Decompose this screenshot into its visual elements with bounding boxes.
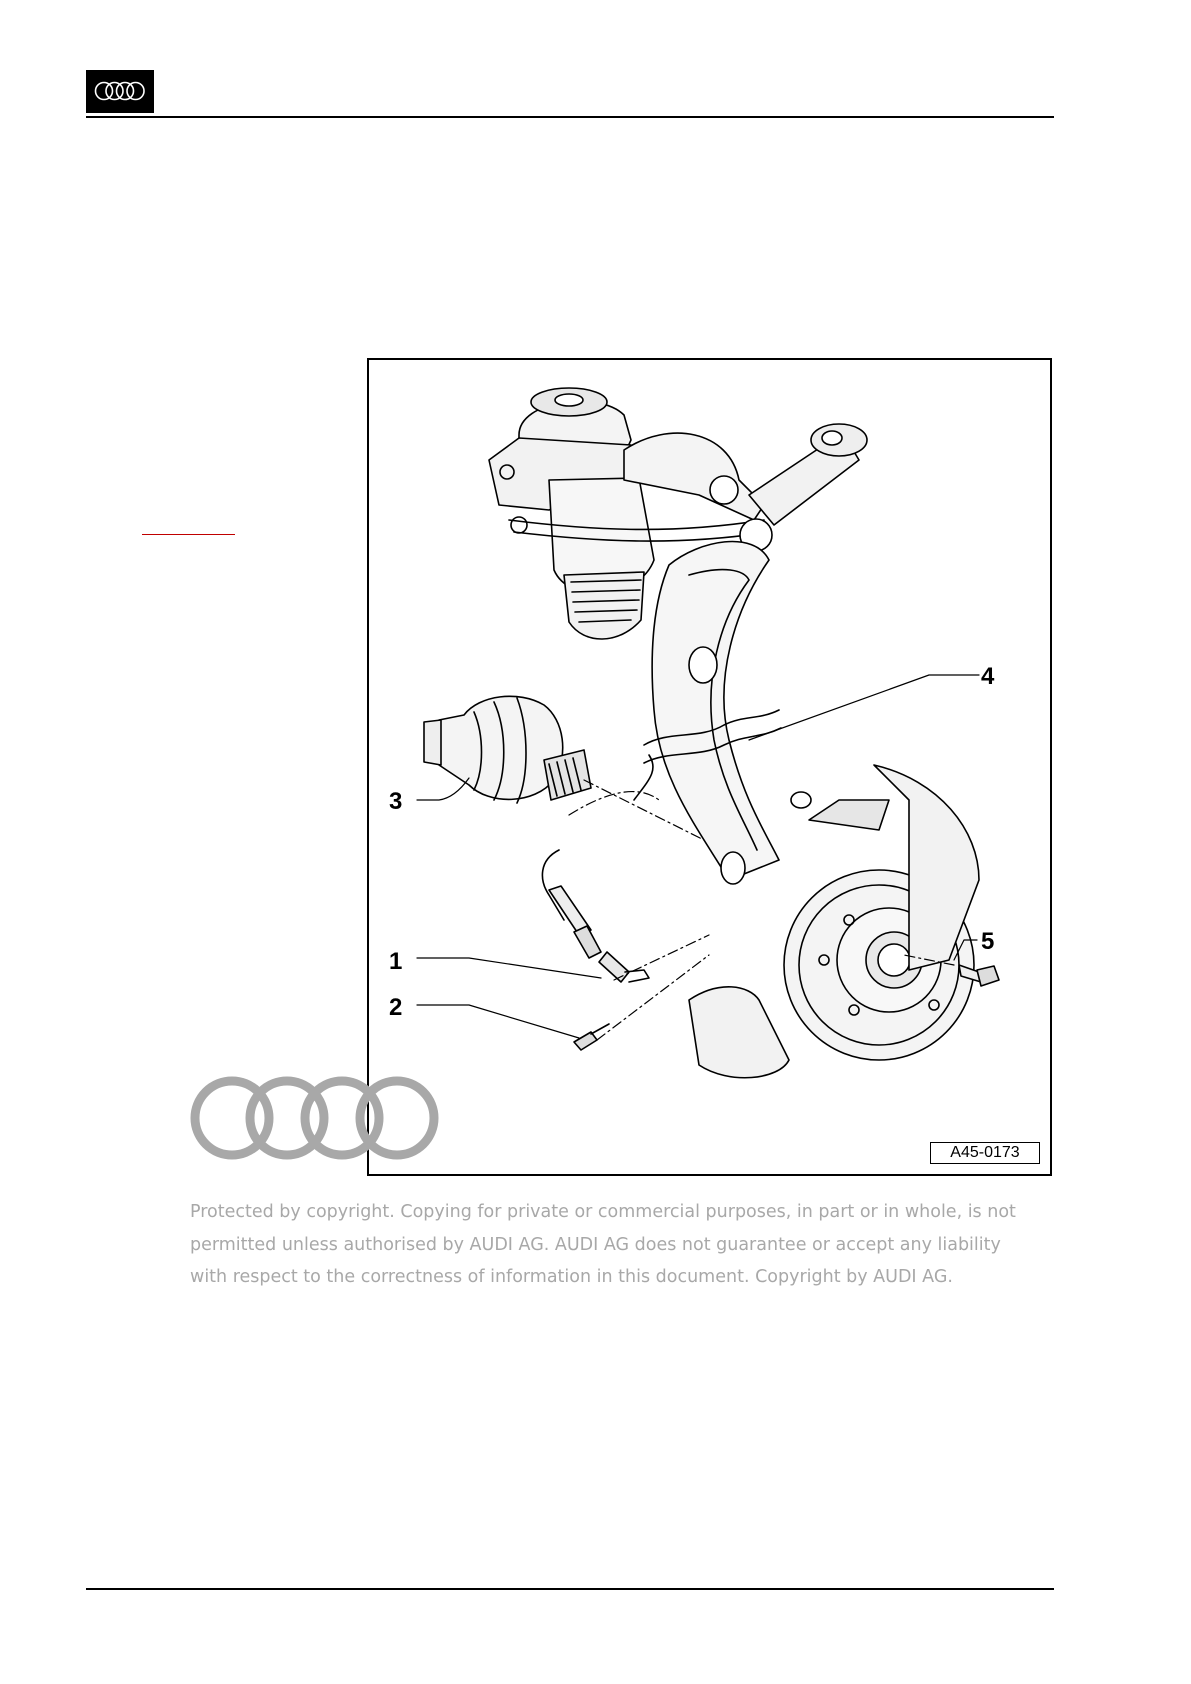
callout-3: 3 — [389, 790, 402, 814]
footer-divider — [86, 1588, 1054, 1590]
callout-2: 2 — [389, 996, 402, 1020]
wheel-bearing-diagram — [369, 360, 1050, 1174]
copyright-notice: Protected by copyright. Copying for priv… — [190, 1196, 1010, 1294]
callout-5: 5 — [981, 930, 994, 954]
callout-4: 4 — [981, 665, 994, 689]
audi-logo-icon — [86, 70, 154, 113]
copyright-line: with respect to the correctness of infor… — [190, 1261, 1010, 1294]
figure-code-label: A45-0173 — [930, 1142, 1040, 1164]
copyright-line: Protected by copyright. Copying for priv… — [190, 1196, 1010, 1229]
audi-rings-watermark-icon — [190, 1072, 440, 1168]
copyright-line: permitted unless authorised by AUDI AG. … — [190, 1229, 1010, 1262]
header-divider — [86, 116, 1054, 118]
callout-1: 1 — [389, 950, 402, 974]
suspension-figure: 1 2 3 4 5 A45-0173 — [367, 358, 1052, 1176]
link-underline[interactable] — [142, 534, 235, 535]
